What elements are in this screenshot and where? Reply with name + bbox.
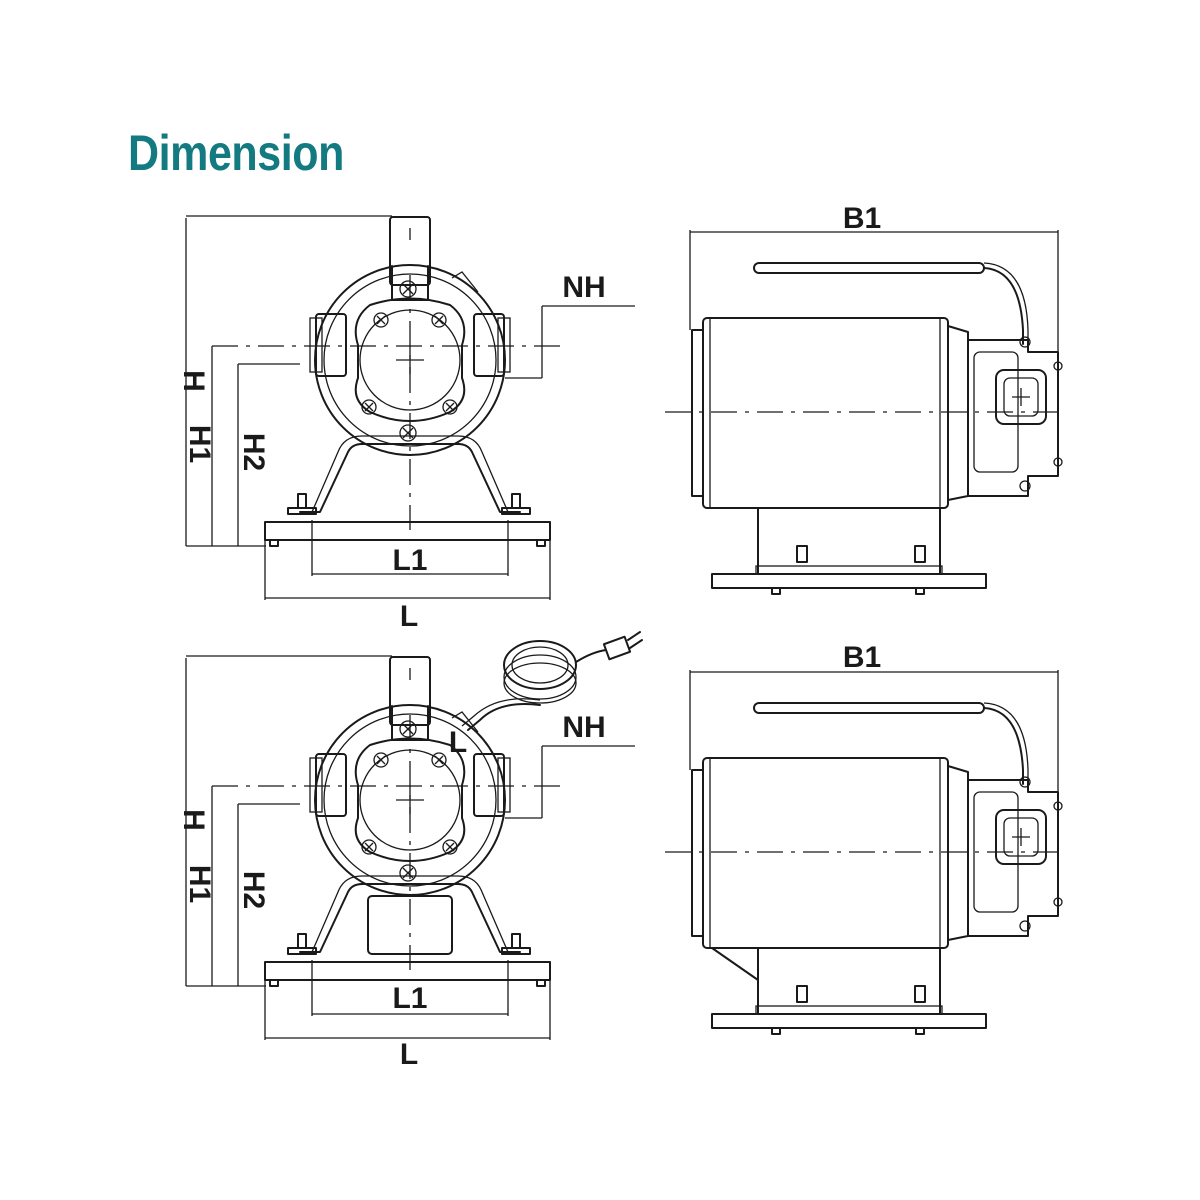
junction-box	[367, 895, 453, 955]
label-l-bottom: L	[400, 1038, 418, 1071]
label-h1-bottom: H1	[183, 865, 216, 903]
label-nh-bottom: NH	[562, 711, 605, 744]
label-nh-top: NH	[562, 271, 605, 304]
page-title: Dimension	[128, 125, 344, 181]
side-view-top	[664, 229, 1063, 595]
label-l1-top: L1	[392, 544, 427, 577]
label-b1-bottom: B1	[843, 641, 881, 674]
support-slant	[711, 947, 759, 981]
label-h-bottom: H	[177, 809, 210, 831]
cable-coil	[461, 640, 607, 731]
label-h1-top: H1	[183, 425, 216, 463]
label-b1-top: B1	[843, 202, 881, 235]
side-view-bottom	[664, 669, 1063, 1035]
label-h2-bottom: H2	[237, 871, 270, 909]
plug-icon	[602, 631, 643, 661]
label-l1-bottom: L1	[392, 982, 427, 1015]
label-h-top: H	[177, 370, 210, 392]
label-cable-tag: L	[449, 726, 467, 759]
label-h2-top: H2	[237, 433, 270, 471]
label-l-top: L	[400, 600, 418, 633]
